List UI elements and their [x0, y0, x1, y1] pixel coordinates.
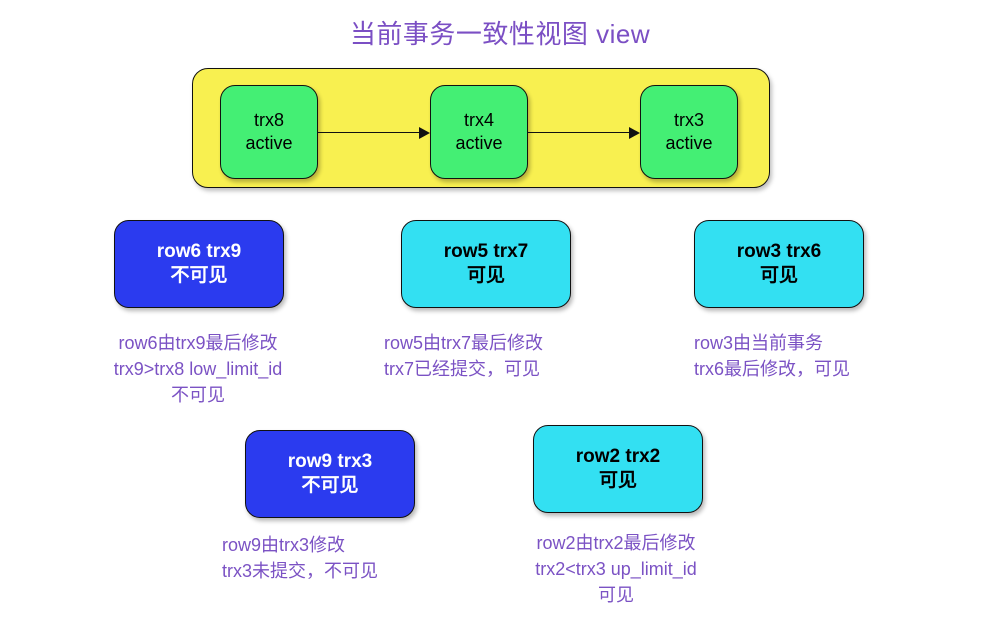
trx-node-trx3: trx3 active — [640, 85, 738, 179]
row-note-line: row5由trx7最后修改 — [384, 333, 544, 353]
row-note-line: row9由trx3修改 — [222, 535, 346, 555]
row-note-row2: row2由trx2最后修改 trx2<trx3 up_limit_id 可见 — [510, 530, 722, 608]
row-note-line: trx9>trx8 low_limit_id — [113, 359, 283, 380]
row-node-visibility: 可见 — [598, 470, 637, 491]
row-node-title: row3 trx6 — [736, 240, 822, 262]
trx-node-trx4: trx4 active — [430, 85, 528, 179]
arrow-trx4-to-trx3-line — [528, 132, 629, 133]
row-node-visibility: 可见 — [759, 265, 798, 286]
row-note-line: row2由trx2最后修改 — [536, 533, 696, 553]
row-note-line: trx2<trx3 up_limit_id — [535, 559, 697, 580]
row-note-row3: row3由当前事务 trx6最后修改，可见 — [694, 330, 924, 382]
trx-node-id: trx4 — [463, 109, 494, 130]
row-node-row3: row3 trx6 可见 — [694, 220, 864, 308]
row-node-title: row9 trx3 — [287, 450, 373, 472]
row-node-visibility: 不可见 — [301, 475, 359, 496]
page-title: 当前事务一致性视图 view — [349, 19, 651, 49]
trx-node-trx8: trx8 active — [220, 85, 318, 179]
row-node-row5: row5 trx7 可见 — [401, 220, 571, 308]
row-note-line: trx6最后修改，可见 — [694, 359, 851, 380]
trx-node-state: active — [455, 133, 503, 153]
row-note-line: row3由当前事务 — [694, 333, 824, 353]
row-note-line: row6由trx9最后修改 — [118, 333, 278, 353]
row-node-row6: row6 trx9 不可见 — [114, 220, 284, 308]
row-note-line: trx7已经提交，可见 — [384, 359, 541, 380]
row-note-row6: row6由trx9最后修改 trx9>trx8 low_limit_id 不可见 — [96, 330, 300, 408]
row-node-visibility: 不可见 — [170, 265, 228, 286]
row-node-title: row6 trx9 — [156, 240, 242, 262]
trx-node-id: trx8 — [253, 109, 284, 130]
row-note-row9: row9由trx3修改 trx3未提交，不可见 — [222, 532, 452, 584]
arrow-trx4-to-trx3-head-icon — [629, 127, 640, 139]
row-note-row5: row5由trx7最后修改 trx7已经提交，可见 — [384, 330, 614, 382]
row-node-row9: row9 trx3 不可见 — [245, 430, 415, 518]
row-node-title: row2 trx2 — [575, 445, 661, 467]
trx-node-id: trx3 — [673, 109, 704, 130]
arrow-trx8-to-trx4-head-icon — [419, 127, 430, 139]
trx-node-state: active — [665, 133, 713, 153]
arrow-trx8-to-trx4-line — [318, 132, 419, 133]
trx-node-state: active — [245, 133, 293, 153]
row-node-row2: row2 trx2 可见 — [533, 425, 703, 513]
row-node-title: row5 trx7 — [443, 240, 529, 262]
row-note-line: trx3未提交，不可见 — [222, 561, 379, 582]
row-node-visibility: 可见 — [466, 265, 505, 286]
row-note-line: 不可见 — [171, 385, 225, 406]
row-note-line: 可见 — [598, 585, 634, 606]
